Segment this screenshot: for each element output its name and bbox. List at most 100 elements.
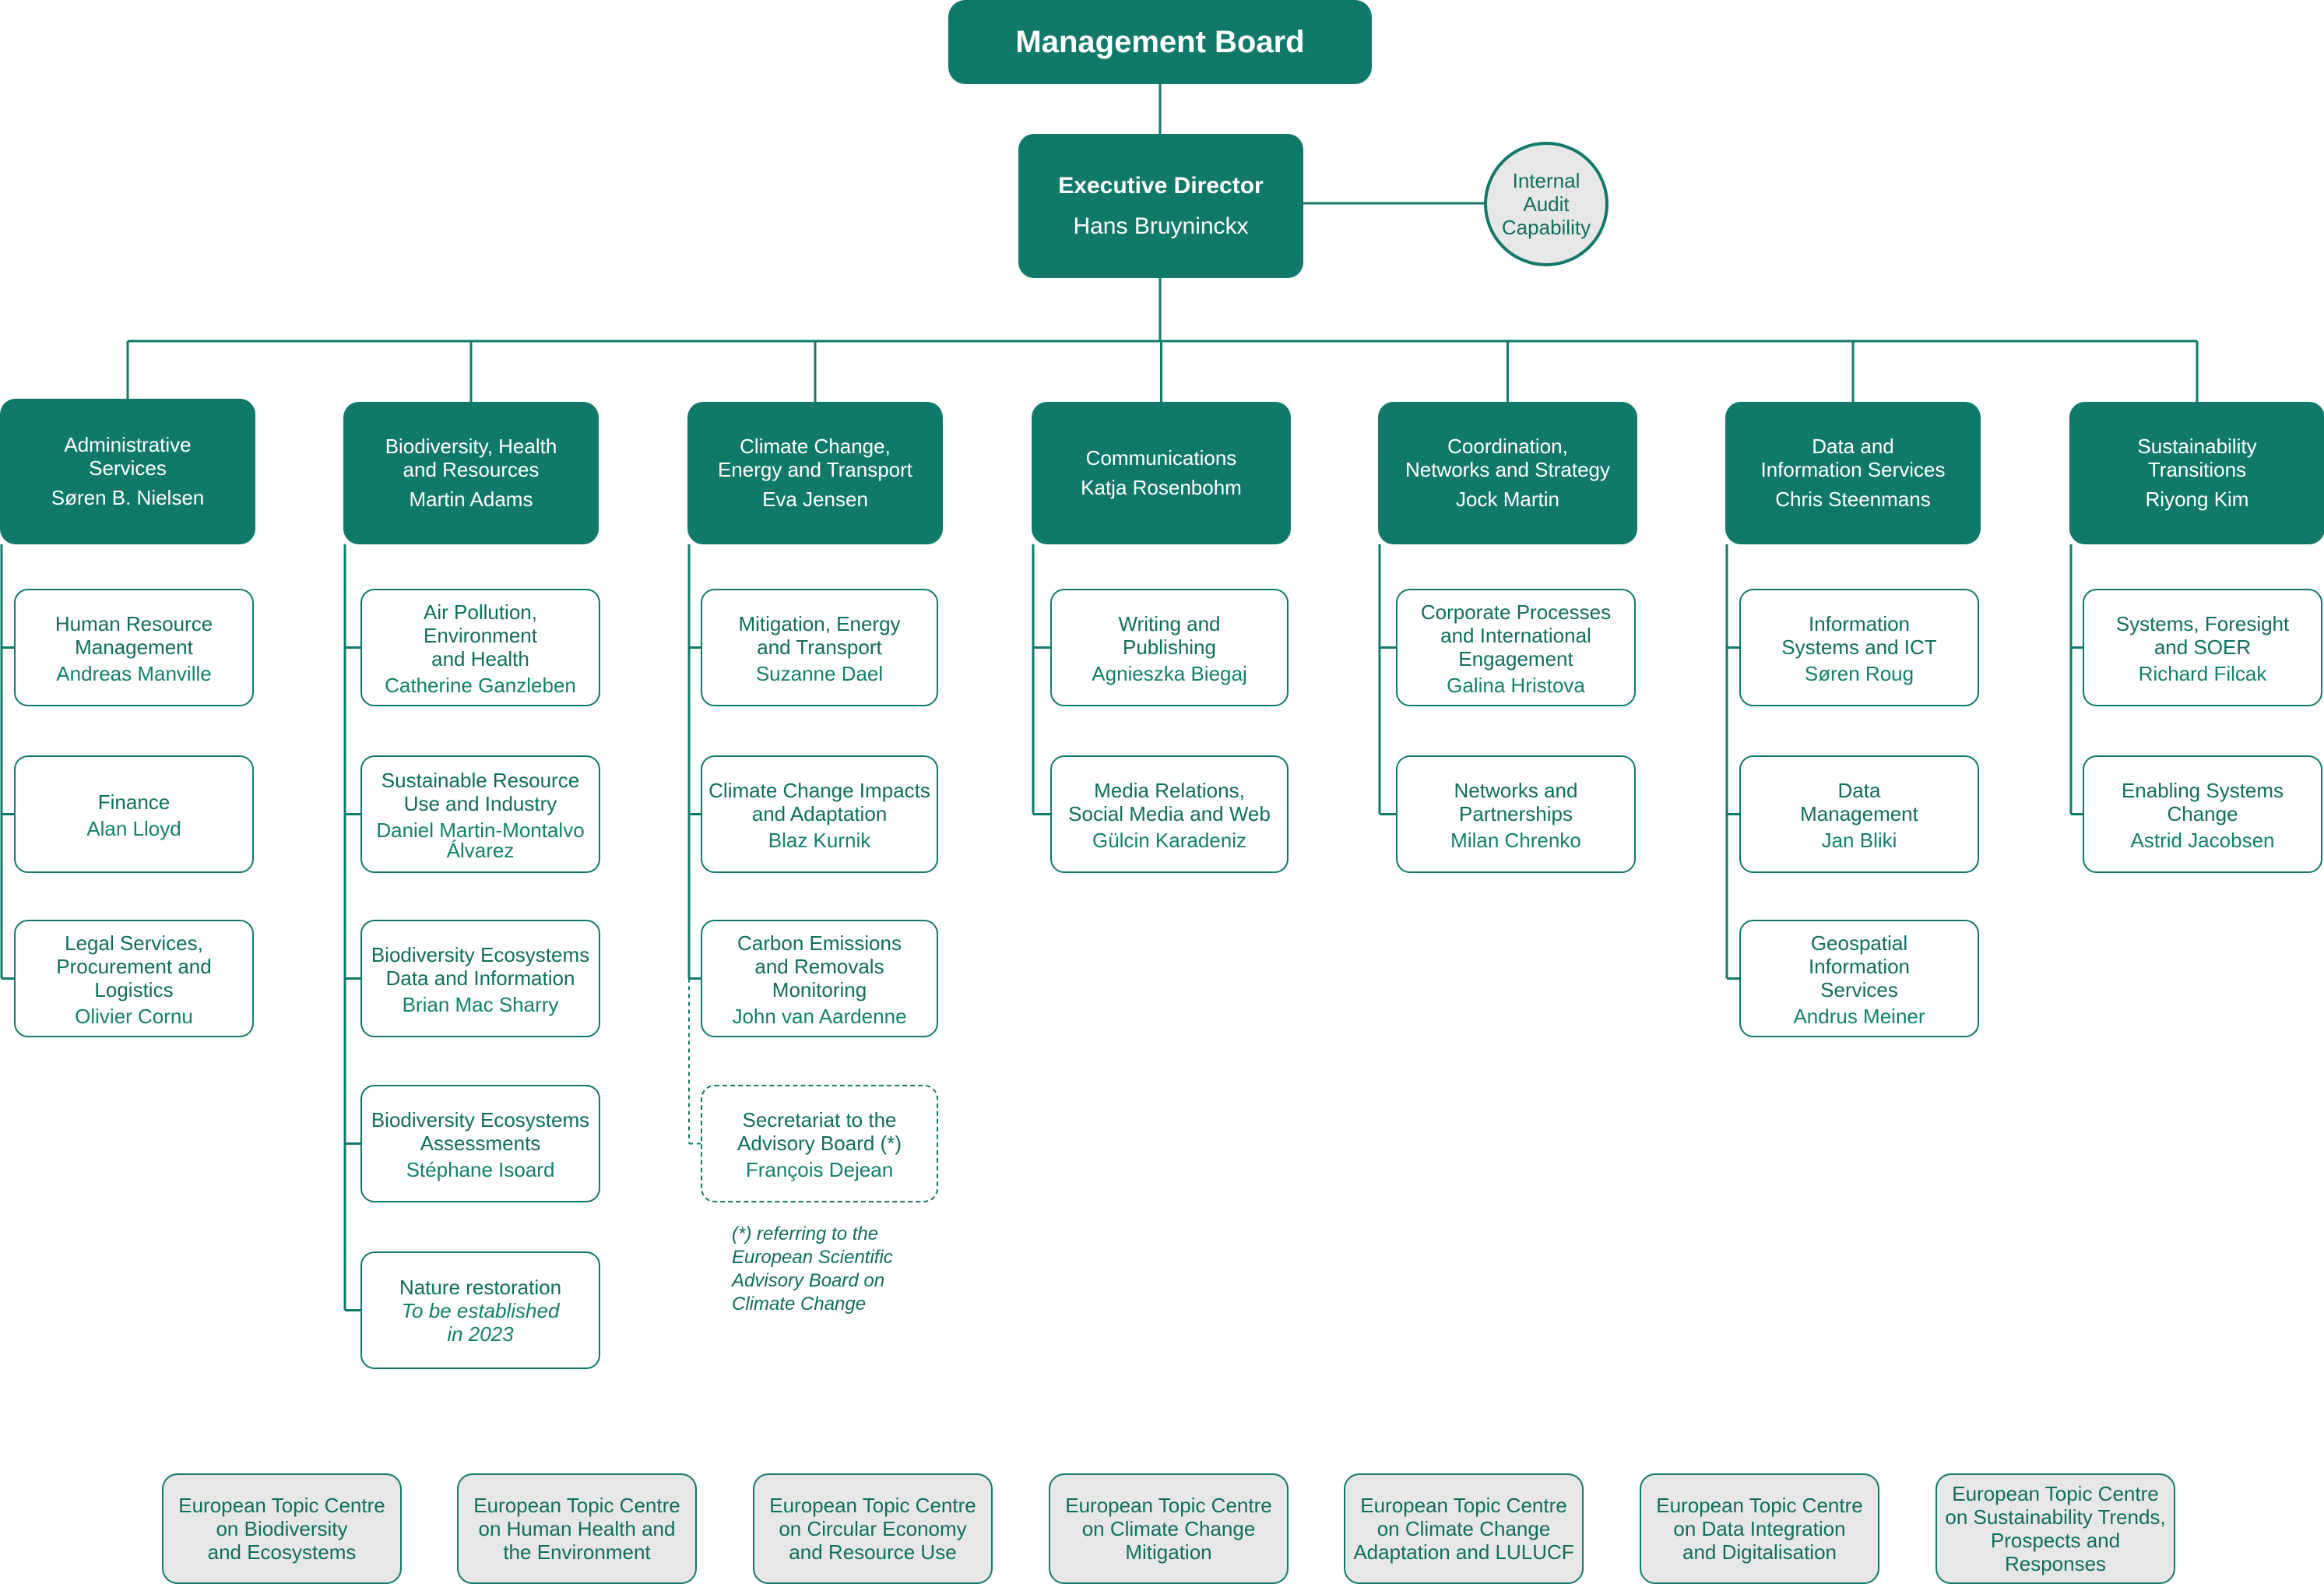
unit-head-name: Suzanne Dael bbox=[755, 661, 884, 685]
unit-head-name: Andrus Meiner bbox=[1793, 1004, 1925, 1028]
internal-audit-label: Internal Audit Capability bbox=[1501, 169, 1591, 239]
unit-head-name: John van Aardenne bbox=[732, 1004, 907, 1028]
programme-title: Communications bbox=[1085, 446, 1237, 470]
management-board-box: Management Board bbox=[948, 0, 1372, 84]
unit-head-name: Daniel Martin-Montalvo Álvarez bbox=[376, 818, 585, 862]
unit-head-name: Alan Lloyd bbox=[86, 816, 181, 840]
unit-head-name: Brian Mac Sharry bbox=[402, 992, 559, 1016]
unit-head-name: Søren Roug bbox=[1804, 661, 1914, 685]
unit-head-name: Astrid Jacobsen bbox=[2130, 828, 2275, 852]
topic-centre-box-3: European Topic Centre on Circular Econom… bbox=[753, 1473, 993, 1584]
unit-title: Nature restoration bbox=[399, 1275, 562, 1299]
unit-head-name: Jan Bliki bbox=[1821, 828, 1897, 852]
unit-head-name: Catherine Ganzleben bbox=[385, 673, 576, 697]
unit-box-2-3: Biodiversity Ecosystems Data and Informa… bbox=[360, 920, 600, 1037]
unit-head-name: Richard Filcak bbox=[2138, 661, 2267, 685]
programme-head-name: Chris Steenmans bbox=[1775, 488, 1931, 511]
programme-title: Sustainability Transitions bbox=[2137, 435, 2257, 481]
unit-title: Mitigation, Energy and Transport bbox=[738, 611, 901, 659]
unit-box-3-3: Carbon Emissions and Removals Monitoring… bbox=[701, 920, 938, 1037]
unit-box-5-1: Corporate Processes and International En… bbox=[1396, 589, 1636, 706]
unit-title: Legal Services, Procurement and Logistic… bbox=[56, 931, 212, 1001]
topic-centre-label: European Topic Centre on Sustainability … bbox=[1945, 1482, 2166, 1575]
unit-title: Human Resource Management bbox=[54, 611, 213, 659]
unit-title: Enabling Systems Change bbox=[2121, 778, 2284, 825]
programme-head-name: Eva Jensen bbox=[762, 488, 868, 511]
unit-head-name: François Dejean bbox=[745, 1157, 894, 1181]
topic-centre-box-2: European Topic Centre on Human Health an… bbox=[457, 1473, 697, 1584]
unit-title: Geospatial Information Services bbox=[1808, 931, 1911, 1001]
programme-head-name: Søren B. Nielsen bbox=[51, 486, 205, 509]
unit-title: Sustainable Resource Use and Industry bbox=[381, 768, 580, 815]
unit-box-1-3: Legal Services, Procurement and Logistic… bbox=[14, 920, 254, 1037]
unit-title: Carbon Emissions and Removals Monitoring bbox=[737, 931, 902, 1001]
topic-centre-label: European Topic Centre on Biodiversity an… bbox=[178, 1494, 385, 1564]
unit-title: Climate Change Impacts and Adaptation bbox=[708, 778, 930, 825]
unit-head-name: Andreas Manville bbox=[56, 661, 212, 685]
unit-title: Corporate Processes and International En… bbox=[1420, 600, 1612, 671]
unit-head-name: Blaz Kurnik bbox=[768, 828, 871, 852]
management-board-title: Management Board bbox=[1015, 24, 1305, 59]
unit-head-name: Stéphane Isoard bbox=[406, 1157, 555, 1181]
topic-centre-label: European Topic Centre on Circular Econom… bbox=[769, 1494, 976, 1564]
programme-head-name: Martin Adams bbox=[409, 488, 533, 511]
topic-centre-box-1: European Topic Centre on Biodiversity an… bbox=[162, 1473, 402, 1584]
topic-centre-label: European Topic Centre on Data Integratio… bbox=[1656, 1494, 1863, 1564]
unit-title: Networks and Partnerships bbox=[1454, 778, 1578, 825]
unit-title: Writing and Publishing bbox=[1118, 611, 1221, 659]
topic-centre-label: European Topic Centre on Human Health an… bbox=[473, 1494, 680, 1564]
unit-title: Biodiversity Ecosystems Data and Informa… bbox=[371, 942, 590, 990]
topic-centre-label: European Topic Centre on Climate Change … bbox=[1065, 1494, 1272, 1564]
programme-title: Data and Information Services bbox=[1760, 435, 1946, 481]
director-title: Executive Director bbox=[1058, 172, 1264, 199]
footnote: (*) referring to the European Scientific… bbox=[732, 1223, 893, 1315]
programme-title: Climate Change, Energy and Transport bbox=[717, 435, 913, 481]
unit-title: Information Systems and ICT bbox=[1781, 611, 1937, 659]
unit-title: Biodiversity Ecosystems Assessments bbox=[371, 1107, 590, 1155]
director-name: Hans Bruyninckx bbox=[1073, 213, 1249, 239]
topic-centre-box-4: European Topic Centre on Climate Change … bbox=[1049, 1473, 1289, 1584]
topic-centre-box-6: European Topic Centre on Data Integratio… bbox=[1640, 1473, 1879, 1584]
unit-head-name: To be established in 2023 bbox=[401, 1298, 560, 1346]
programme-head-name: Katja Rosenbohm bbox=[1081, 476, 1242, 499]
topic-centre-box-7: European Topic Centre on Sustainability … bbox=[1935, 1473, 2175, 1584]
topic-centre-box-5: European Topic Centre on Climate Change … bbox=[1344, 1473, 1584, 1584]
programme-title: Coordination, Networks and Strategy bbox=[1405, 435, 1610, 481]
unit-head-name: Olivier Cornu bbox=[75, 1004, 193, 1028]
unit-title: Air Pollution, Environment and Health bbox=[424, 600, 537, 671]
unit-title: Secretariat to the Advisory Board (*) bbox=[737, 1107, 902, 1155]
unit-head-name: Agnieszka Biegaj bbox=[1092, 661, 1247, 685]
unit-title: Media Relations, Social Media and Web bbox=[1068, 778, 1271, 825]
topic-centre-label: European Topic Centre on Climate Change … bbox=[1353, 1494, 1574, 1564]
unit-title: Finance bbox=[97, 790, 171, 814]
programme-head-name: Riyong Kim bbox=[2145, 488, 2249, 511]
programme-head-name: Jock Martin bbox=[1456, 488, 1559, 511]
internal-audit-circle: Internal Audit Capability bbox=[1484, 142, 1609, 266]
programme-title: Administrative Services bbox=[64, 433, 192, 480]
unit-box-3-4: Secretariat to the Advisory Board (*)Fra… bbox=[701, 1085, 938, 1202]
